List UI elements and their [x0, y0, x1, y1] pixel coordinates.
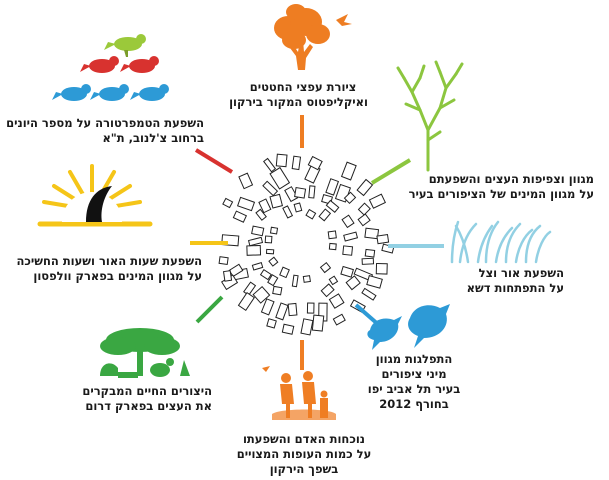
ring-square: [311, 314, 325, 332]
label-pigeon-temperature: השפעת הטמפרטורה על מספר היונים ברחוב צ'ל…: [6, 116, 204, 145]
ring-square: [294, 187, 307, 199]
label-bird-distribution: התפלגות מגוון מיני ציפורים בעיר תל אביב …: [367, 352, 461, 411]
ring-square: [364, 248, 376, 258]
ring-square: [269, 166, 291, 190]
ring-square: [357, 213, 371, 227]
ring-square: [246, 244, 262, 256]
ring-square: [275, 302, 289, 321]
ring-square: [376, 233, 390, 245]
ring-square: [222, 270, 233, 282]
ring-square: [291, 274, 299, 288]
ring-square: [343, 231, 359, 242]
label-tree-drawing: ציורת עפצי החטטים ואיקליפטוס המקור בירקו…: [229, 80, 368, 109]
label-grass-shade: השפעת אור וצל על התפתחות דשא: [466, 266, 564, 295]
orange-tree-icon: [274, 4, 352, 70]
ring-square: [264, 235, 273, 244]
ring-square: [361, 287, 377, 301]
ring-square: [293, 202, 303, 213]
ring-square: [260, 298, 275, 316]
ring-square: [325, 178, 340, 196]
central-ring-of-squares: [218, 153, 395, 336]
label-human-presence: נוכחות האדם והשפעתו על כמות העופות המצוי…: [236, 432, 372, 476]
ring-square: [228, 263, 244, 278]
ring-square: [252, 285, 271, 304]
ring-square: [328, 242, 337, 251]
ring-square: [343, 191, 357, 205]
ring-square: [259, 268, 272, 281]
connector-tree-diversity: [370, 158, 412, 185]
ring-square: [275, 153, 288, 168]
ring-square: [279, 266, 290, 279]
ring-square: [361, 257, 375, 265]
ring-square: [328, 293, 345, 309]
ring-square: [308, 185, 316, 199]
ring-square: [251, 262, 264, 271]
pigeons-icon: [52, 34, 169, 101]
ring-square: [357, 202, 371, 216]
ring-square: [287, 302, 298, 317]
ring-square: [284, 186, 299, 203]
ring-square: [325, 199, 340, 213]
ring-square: [272, 285, 283, 296]
ring-square: [218, 256, 229, 266]
grass-icon: [450, 220, 552, 264]
ring-square: [319, 262, 332, 274]
ring-square: [258, 198, 272, 214]
ring-square: [368, 193, 387, 209]
label-tree-diversity: מגוון וצפיפות העצים והשפעתם על מגוון המי…: [408, 172, 594, 201]
ring-square: [237, 292, 255, 311]
ring-square: [291, 155, 302, 171]
ring-square: [269, 193, 284, 209]
ring-square: [318, 208, 332, 222]
ring-square: [366, 275, 383, 289]
ring-square: [236, 196, 256, 212]
ring-square: [222, 197, 234, 209]
ring-square: [282, 205, 294, 219]
ring-square: [341, 214, 355, 229]
ring-square: [247, 236, 264, 247]
park-animals-icon: [100, 328, 190, 378]
ring-square: [251, 225, 265, 237]
ring-square: [243, 281, 257, 296]
ring-square: [232, 210, 248, 223]
connector-park: [195, 295, 224, 324]
ring-square: [328, 275, 339, 286]
ring-square: [302, 275, 311, 283]
ring-square: [300, 318, 314, 336]
branching-tree-icon: [396, 60, 464, 172]
ring-square: [307, 155, 323, 171]
ring-square: [281, 323, 295, 335]
ring-square: [342, 245, 354, 256]
ring-square: [255, 208, 267, 221]
ring-square: [238, 172, 254, 190]
ring-square: [266, 318, 277, 329]
ring-square: [268, 256, 279, 267]
ring-square: [265, 248, 275, 255]
connector-pigeons: [194, 148, 234, 174]
ring-square: [262, 180, 279, 197]
ring-square: [267, 274, 279, 287]
sun-icon: [37, 164, 153, 227]
ring-square: [364, 227, 380, 240]
ring-square: [320, 283, 335, 298]
ring-square: [263, 157, 277, 173]
ring-square: [375, 262, 388, 275]
ring-square: [269, 226, 279, 235]
ring-square: [340, 161, 357, 181]
ring-square: [327, 230, 337, 240]
ring-square: [345, 275, 361, 291]
family-icon: [262, 366, 336, 420]
label-park-animals: היצורים החיים המבקרים את העצים בפארק דרו…: [82, 384, 212, 413]
ring-square: [305, 208, 317, 220]
two-birds-icon: [367, 304, 450, 350]
ring-square: [306, 302, 315, 314]
ring-square: [356, 178, 374, 197]
label-light-daylength: השפעת שעות האור ושעות החשיכה על מגוון המ…: [16, 254, 203, 283]
ring-square: [340, 265, 355, 278]
ring-square: [332, 313, 346, 326]
